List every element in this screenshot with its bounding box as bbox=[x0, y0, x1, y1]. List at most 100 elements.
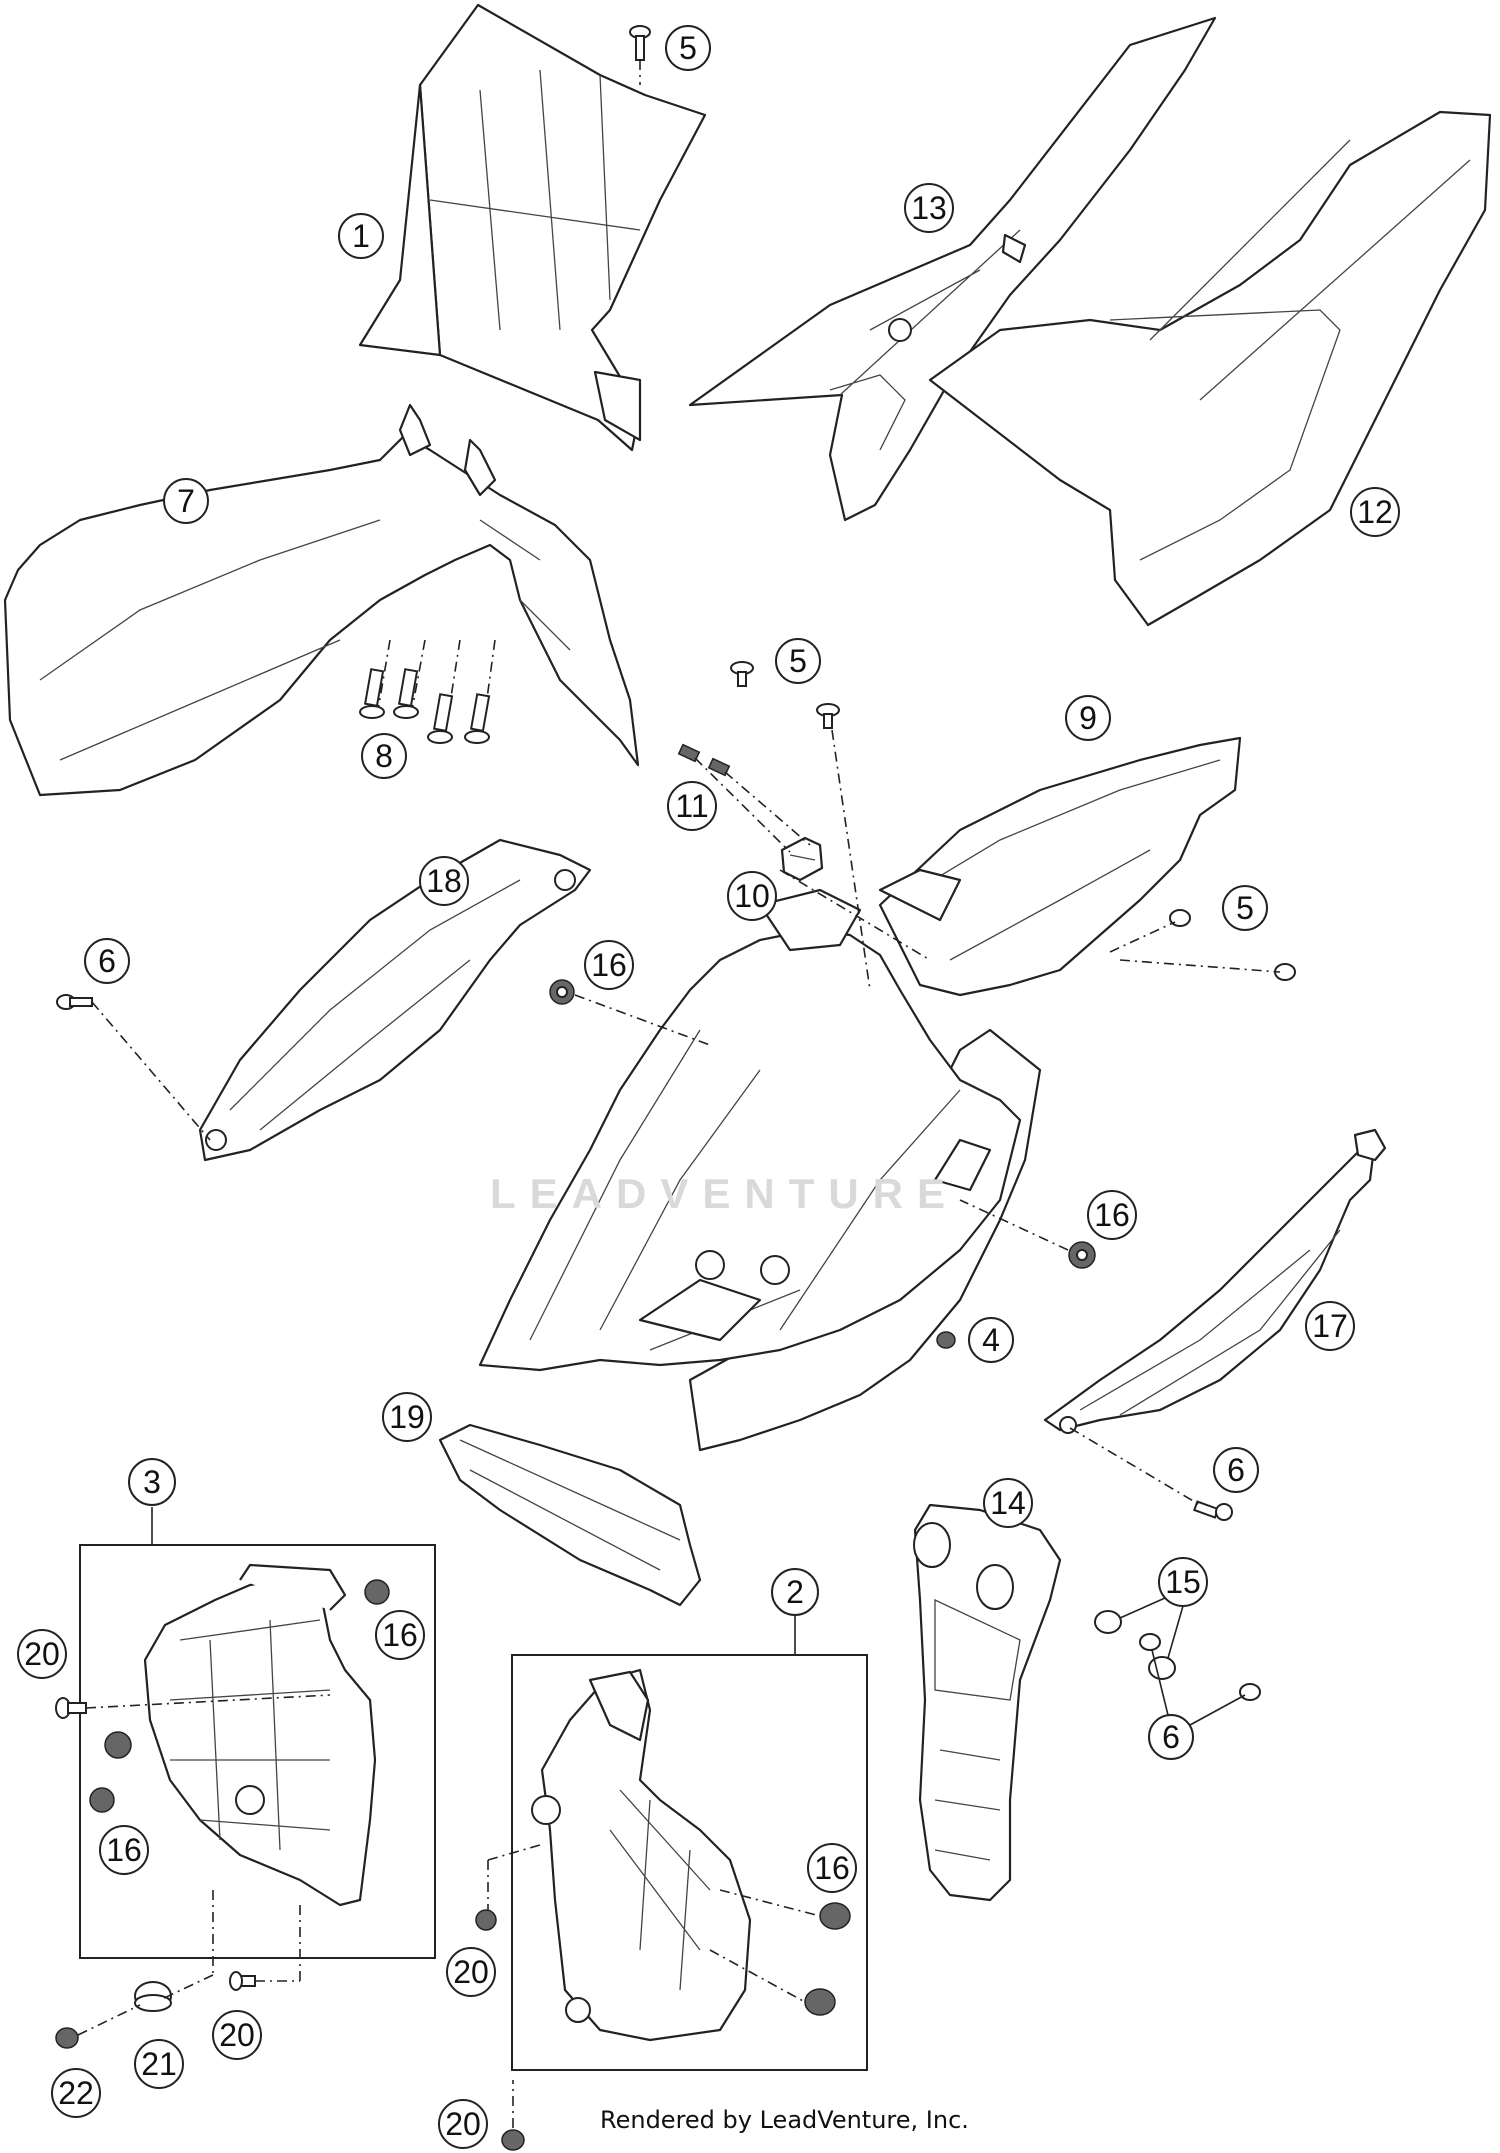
part-20-screw-box3[interactable] bbox=[55, 1694, 331, 1719]
svg-text:20: 20 bbox=[219, 2017, 255, 2053]
svg-text:12: 12 bbox=[1357, 494, 1393, 530]
callout-12: 12 bbox=[1350, 487, 1400, 537]
svg-text:20: 20 bbox=[453, 1954, 489, 1990]
svg-text:13: 13 bbox=[911, 190, 947, 226]
callout-13: 13 bbox=[904, 183, 954, 233]
callout-8: 8 bbox=[361, 733, 407, 779]
part-13-side-panel[interactable] bbox=[688, 16, 1217, 522]
svg-text:16: 16 bbox=[106, 1832, 142, 1868]
callout-7: 7 bbox=[163, 478, 209, 524]
svg-text:14: 14 bbox=[990, 1485, 1026, 1521]
part-16-nuts-box2[interactable] bbox=[709, 1889, 851, 2016]
svg-text:11: 11 bbox=[675, 788, 708, 824]
svg-text:20: 20 bbox=[445, 2106, 481, 2142]
callout-5-right: 5 bbox=[1222, 885, 1268, 931]
callout-6-lower: 6 bbox=[1148, 1649, 1246, 1760]
part-4-nut[interactable] bbox=[936, 1331, 956, 1349]
callout-16-box3-bottom: 16 bbox=[99, 1825, 149, 1875]
callout-17: 17 bbox=[1305, 1301, 1355, 1351]
part-5-screw-top[interactable] bbox=[629, 25, 651, 85]
callout-19: 19 bbox=[382, 1392, 432, 1442]
callout-15: 15 bbox=[1119, 1557, 1208, 1659]
svg-text:15: 15 bbox=[1165, 1564, 1201, 1600]
part-15-grommets[interactable] bbox=[1094, 1610, 1261, 1701]
svg-text:16: 16 bbox=[591, 947, 627, 983]
callout-16-box3-top: 16 bbox=[375, 1610, 425, 1660]
callout-5-middle: 5 bbox=[775, 638, 821, 684]
group-3-frame bbox=[79, 1507, 436, 1959]
callout-11: 11 bbox=[667, 781, 717, 831]
part-14-mud-flap[interactable] bbox=[913, 1503, 1062, 1902]
svg-text:5: 5 bbox=[789, 643, 807, 679]
svg-text:9: 9 bbox=[1079, 700, 1097, 736]
part-17-side-cover[interactable] bbox=[1043, 1128, 1387, 1434]
callout-1: 1 bbox=[338, 213, 384, 259]
svg-text:1: 1 bbox=[352, 218, 370, 254]
svg-text:20: 20 bbox=[24, 1636, 60, 1672]
svg-text:4: 4 bbox=[982, 1322, 1000, 1358]
callout-9: 9 bbox=[1065, 695, 1111, 741]
callout-16-box2: 16 bbox=[807, 1843, 857, 1893]
callout-5-top: 5 bbox=[665, 25, 711, 71]
part-5-screw-middle[interactable] bbox=[730, 661, 931, 991]
callout-14: 14 bbox=[983, 1478, 1033, 1528]
part-7-front-fender[interactable] bbox=[3, 403, 640, 797]
part-2-radiator-shroud[interactable] bbox=[531, 1668, 752, 2042]
svg-text:8: 8 bbox=[375, 738, 393, 774]
part-6-screw-right[interactable] bbox=[1069, 1427, 1233, 1521]
svg-text:22: 22 bbox=[58, 2075, 94, 2111]
callout-20-box2: 20 bbox=[446, 1947, 496, 1997]
part-9-rear-fender[interactable] bbox=[478, 736, 1242, 1452]
part-20-nut-bottom[interactable] bbox=[501, 2080, 525, 2151]
callout-6-right: 6 bbox=[1213, 1447, 1259, 1493]
svg-text:6: 6 bbox=[1227, 1452, 1245, 1488]
part-16-nut-upper[interactable] bbox=[549, 979, 711, 1046]
part-11-screws[interactable] bbox=[677, 743, 811, 853]
callout-22: 22 bbox=[51, 2068, 101, 2118]
callout-4: 4 bbox=[968, 1317, 1014, 1363]
part-20-nut-box2[interactable] bbox=[475, 1844, 541, 1931]
part-8-screws[interactable] bbox=[359, 639, 496, 744]
svg-text:21: 21 bbox=[141, 2046, 177, 2082]
part-22-nut[interactable] bbox=[55, 2004, 141, 2049]
svg-text:16: 16 bbox=[1094, 1197, 1130, 1233]
svg-text:5: 5 bbox=[679, 30, 697, 66]
svg-text:16: 16 bbox=[814, 1850, 850, 1886]
group-2-frame bbox=[511, 1615, 868, 2071]
render-credit: Rendered by LeadVenture, Inc. bbox=[600, 2106, 969, 2134]
svg-text:2: 2 bbox=[786, 1574, 804, 1610]
svg-text:5: 5 bbox=[1236, 890, 1254, 926]
part-6-screw-left[interactable] bbox=[56, 994, 211, 1141]
part-1-number-plate[interactable] bbox=[358, 3, 707, 452]
part-3-radiator-shroud[interactable] bbox=[143, 1563, 377, 1907]
svg-text:18: 18 bbox=[426, 863, 462, 899]
callout-16-right: 16 bbox=[1087, 1190, 1137, 1240]
part-5-screw-right[interactable] bbox=[1109, 909, 1296, 981]
part-16-nut-right[interactable] bbox=[959, 1199, 1096, 1269]
svg-text:17: 17 bbox=[1312, 1308, 1348, 1344]
callout-3: 3 bbox=[128, 1458, 176, 1506]
part-16-nuts-box3[interactable] bbox=[89, 1579, 390, 1813]
svg-text:3: 3 bbox=[143, 1464, 161, 1500]
callout-6-left: 6 bbox=[84, 938, 130, 984]
watermark-text: LEADVENTURE bbox=[490, 1170, 960, 1217]
svg-text:6: 6 bbox=[98, 943, 116, 979]
part-10-bracket[interactable] bbox=[780, 836, 824, 882]
svg-text:19: 19 bbox=[389, 1399, 425, 1435]
part-19-guard[interactable] bbox=[438, 1423, 702, 1607]
callout-10: 10 bbox=[727, 871, 777, 921]
part-12-side-panel[interactable] bbox=[928, 110, 1492, 627]
part-20-screw-lower[interactable] bbox=[229, 1900, 301, 1991]
callout-21: 21 bbox=[134, 2039, 184, 2089]
svg-text:7: 7 bbox=[177, 483, 195, 519]
svg-text:6: 6 bbox=[1162, 1719, 1180, 1755]
callout-20-lower: 20 bbox=[212, 2010, 262, 2060]
callout-20-left: 20 bbox=[17, 1629, 67, 1679]
callout-18: 18 bbox=[419, 856, 469, 906]
callout-2: 2 bbox=[771, 1568, 819, 1616]
part-18-side-cover[interactable] bbox=[198, 838, 592, 1162]
part-21-washer[interactable] bbox=[134, 1890, 214, 2012]
svg-text:10: 10 bbox=[734, 878, 770, 914]
callout-20-bottom: 20 bbox=[438, 2099, 488, 2149]
